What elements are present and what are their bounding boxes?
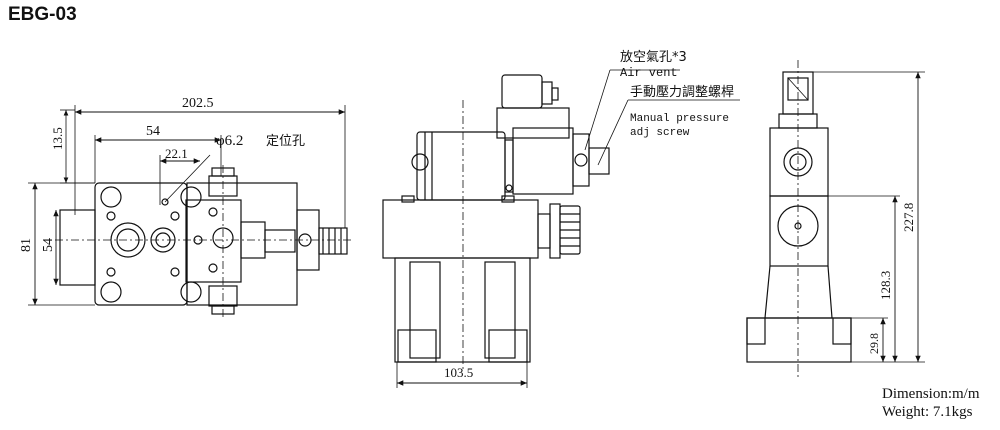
weight-label: Weight: 7.1kgs	[882, 404, 973, 420]
dim-hole: φ6.2	[216, 133, 243, 149]
dim-54-side: 54	[41, 238, 56, 252]
side-view	[746, 60, 925, 378]
model-title: EBG-03	[8, 4, 77, 25]
dim-128-3: 128.3	[878, 271, 893, 300]
air-vent-cn: 放空氣孔*3	[620, 50, 687, 65]
dim-202-5: 202.5	[182, 96, 214, 111]
top-view	[28, 105, 352, 318]
hole-label: 定位孔	[266, 134, 305, 149]
dim-103-5: 103.5	[444, 365, 473, 380]
dim-227-8: 227.8	[901, 203, 916, 232]
dim-54-top: 54	[146, 124, 160, 139]
air-vent-en: Air vent	[620, 66, 678, 80]
dim-22-1: 22.1	[165, 146, 188, 161]
dim-29-8: 29.8	[867, 333, 881, 354]
dimension-unit: Dimension:m/m	[882, 386, 980, 402]
adj-screw-en-1: Manual pressure	[630, 113, 729, 125]
dim-81: 81	[19, 238, 34, 252]
adj-screw-en-2: adj screw	[630, 127, 690, 139]
front-view	[382, 69, 740, 388]
adj-screw-cn: 手動壓力調整螺桿	[630, 85, 734, 100]
dim-13-5: 13.5	[50, 127, 65, 150]
